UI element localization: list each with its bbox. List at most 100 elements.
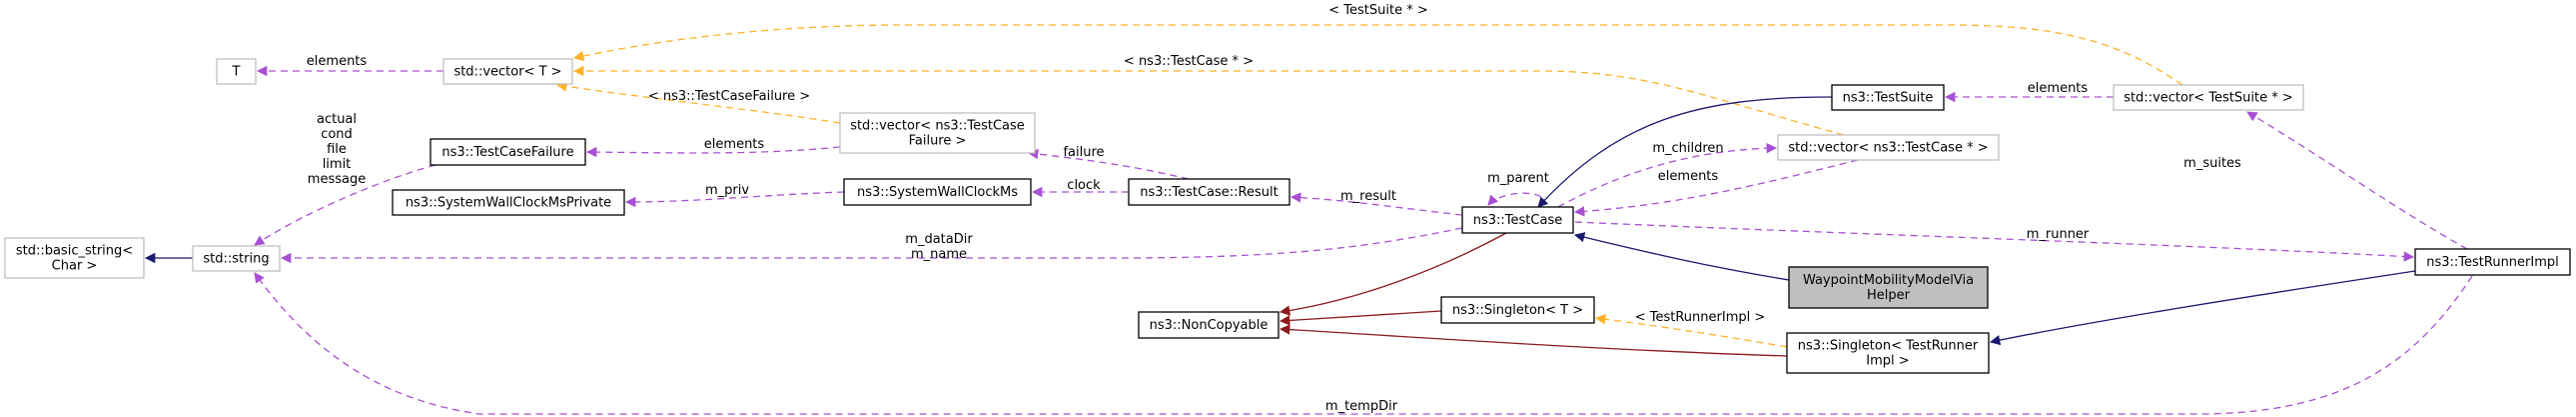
node-vector-t-s[interactable]: std::vector< TestSuite * > <box>2113 84 2304 111</box>
node-test-case-failure[interactable]: ns3::TestCaseFailure <box>429 138 586 166</box>
node-label: ns3::NonCopyable <box>1150 318 1269 333</box>
node-label: ns3::SystemWallClockMsPrivate <box>406 196 611 211</box>
edge-vectorTCF-to-vectorT <box>555 81 841 124</box>
node-label: std::vector< ns3::TestCase <box>850 119 1025 134</box>
edge-label: m_priv <box>705 183 749 198</box>
node-label: std::vector< ns3::TestCase * > <box>1788 141 1988 156</box>
edge-vectorTC-to-vectorT <box>572 65 1845 136</box>
edge-result-to-vectorTCF <box>1027 148 1190 180</box>
edge-label: elements <box>2028 81 2089 96</box>
edge-testCase-to-nonCopyable <box>1279 232 1507 316</box>
edge-label: file <box>327 142 347 157</box>
node-label: ns3::Singleton< TestRunner <box>1798 339 1979 354</box>
node-box <box>2414 248 2571 276</box>
node-label: Char > <box>52 259 98 274</box>
edge-label: clock <box>1067 178 1101 193</box>
node-label: ns3::TestRunnerImpl <box>2426 255 2559 270</box>
edge-label: cond <box>321 127 353 142</box>
edge-label: < ns3::TestCaseFailure > <box>648 89 810 104</box>
node-label: ns3::TestCase <box>1473 213 1562 228</box>
node-box <box>2113 84 2304 111</box>
edge-testRunnerImpl-to-vectorTS <box>2246 111 2468 250</box>
edge-testCaseFailure-to-stdString <box>254 164 436 246</box>
node-box <box>392 189 625 216</box>
node-box <box>1461 206 1574 234</box>
edge-singletonT-to-nonCopyable <box>1279 310 1442 326</box>
edge-testRunnerImpl-to-singletonTRI <box>1989 270 2416 346</box>
edge-testCase-to-stdString <box>280 227 1463 264</box>
edge-label: m_name <box>911 247 967 262</box>
node-basic-string[interactable]: std::basic_string<Char > <box>4 237 145 279</box>
node-std-string[interactable]: std::string <box>192 245 281 272</box>
edge-singletonTRI-to-singletonT <box>1594 314 1788 348</box>
edge-label: message <box>308 172 366 187</box>
node-label: ns3::SystemWallClockMs <box>857 185 1018 200</box>
node-singleton-t[interactable]: ns3::Singleton< T > <box>1440 296 1595 324</box>
edge-label: m_children <box>1652 141 1723 156</box>
edge-label: < TestRunnerImpl > <box>1635 310 1766 325</box>
edge-label: elements <box>307 54 368 69</box>
node-singleton-t-r-i[interactable]: ns3::Singleton< TestRunnerImpl > <box>1786 332 1990 374</box>
edge-singletonTRI-to-nonCopyable <box>1279 324 1788 357</box>
node-box <box>216 58 257 85</box>
node-test-case[interactable]: ns3::TestCase <box>1461 206 1574 234</box>
node-box <box>843 178 1032 206</box>
edge-label: failure <box>1063 145 1104 160</box>
node-box <box>1786 332 1990 374</box>
node-vector-t-c-f[interactable]: std::vector< ns3::TestCaseFailure > <box>839 112 1036 154</box>
node-label: std::string <box>203 252 269 267</box>
edge-label: m_runner <box>2027 227 2090 242</box>
node-test-runner-impl[interactable]: ns3::TestRunnerImpl <box>2414 248 2571 276</box>
edge-testCase-to-testCase <box>1487 192 1543 208</box>
edge-label: < TestSuite * > <box>1328 3 1427 18</box>
node-swcm[interactable]: ns3::SystemWallClockMs <box>843 178 1032 206</box>
node-box <box>1138 311 1280 339</box>
node-label: ns3::Singleton< T > <box>1452 303 1583 318</box>
node-box <box>1777 134 2000 161</box>
node-label: ns3::TestSuite <box>1843 91 1934 106</box>
node-label: std::basic_string< <box>16 244 133 259</box>
node-box <box>1128 178 1290 206</box>
node-label: Failure > <box>909 134 967 149</box>
node-vector-t[interactable]: std::vector< T > <box>442 58 573 85</box>
node-label: std::vector< T > <box>453 65 561 80</box>
node-box <box>429 138 586 166</box>
node-box <box>1440 296 1595 324</box>
node-label: ns3::TestCaseFailure <box>441 145 573 160</box>
edge-label: limit <box>323 157 352 172</box>
edge-vectorTC-to-testCase <box>1573 159 1859 217</box>
edge-swcm-to-swcmPrivate <box>624 191 845 208</box>
node-result[interactable]: ns3::TestCase::Result <box>1128 178 1290 206</box>
edge-label: m_result <box>1340 189 1396 204</box>
node-label: T <box>232 65 241 80</box>
node-label: WaypointMobilityModelVia <box>1803 273 1974 288</box>
node-label: Helper <box>1867 288 1911 303</box>
node-label: ns3::TestCase::Result <box>1140 185 1278 200</box>
edge-label: m_dataDir <box>905 232 973 247</box>
node-label: std::vector< TestSuite * > <box>2124 91 2293 106</box>
node-test-suite[interactable]: ns3::TestSuite <box>1831 84 1945 111</box>
node-swcm-private[interactable]: ns3::SystemWallClockMsPrivate <box>392 189 625 216</box>
node-non-copyable[interactable]: ns3::NonCopyable <box>1138 311 1280 339</box>
node-vector-t-c[interactable]: std::vector< ns3::TestCase * > <box>1777 134 2000 161</box>
edge-label: elements <box>1658 169 1719 184</box>
edge-label: actual <box>317 112 357 127</box>
edge-testCase-to-result <box>1289 192 1463 216</box>
node-box <box>192 245 281 272</box>
node-box <box>4 237 145 279</box>
node-label: Impl > <box>1866 354 1909 369</box>
edge-label: elements <box>704 137 765 152</box>
edge-label: m_parent <box>1487 171 1549 186</box>
node--t[interactable]: T <box>216 58 257 85</box>
edge-label: m_tempDir <box>1325 399 1398 414</box>
edge-testCase-to-testRunnerImpl <box>1574 221 2415 262</box>
node-box <box>1788 266 1989 309</box>
edge-testSuite-to-testCase <box>1537 96 1833 208</box>
node-box <box>1831 84 1945 111</box>
edge-vectorTS-to-vectorT <box>572 24 2183 86</box>
edge-testRunnerImpl-to-stdString <box>254 272 2473 415</box>
node-box <box>442 58 573 85</box>
edge-testCase-to-vectorTC <box>1557 142 1778 208</box>
